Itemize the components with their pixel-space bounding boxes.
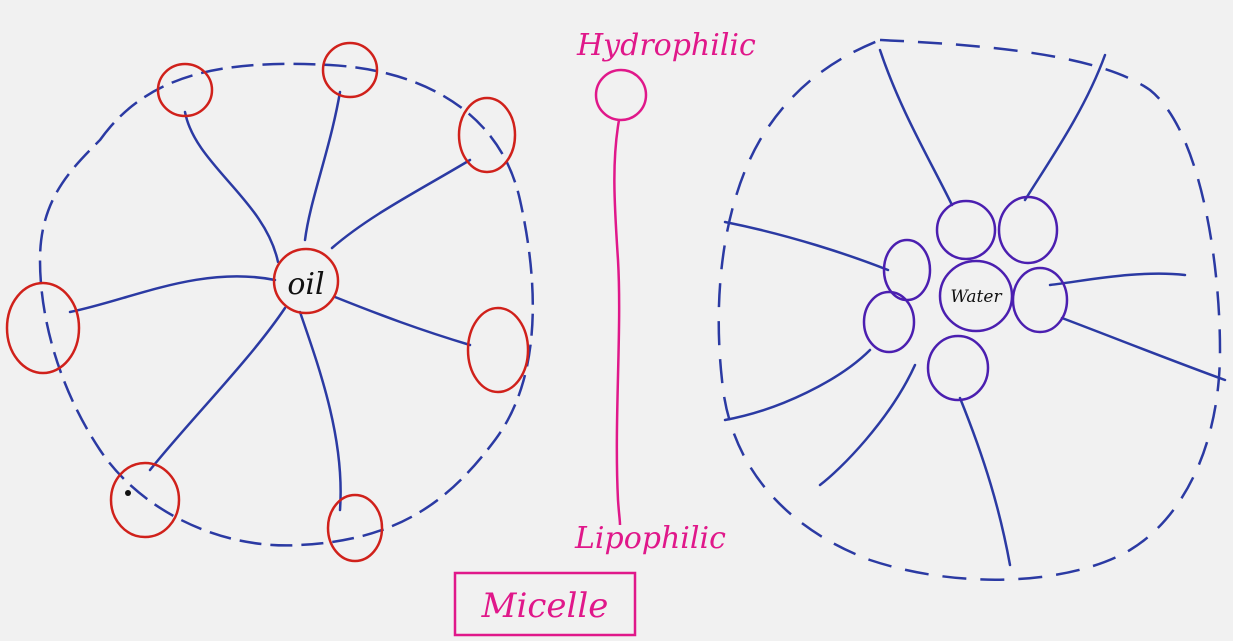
lipophilic-label: Lipophilic [574, 521, 726, 556]
hydrophilic-label: Hydrophilic [576, 28, 756, 63]
title-label: Micelle [481, 586, 609, 626]
oil-label: oil [287, 267, 324, 302]
water-label: Water [950, 287, 1002, 307]
ink-dot [125, 490, 131, 496]
